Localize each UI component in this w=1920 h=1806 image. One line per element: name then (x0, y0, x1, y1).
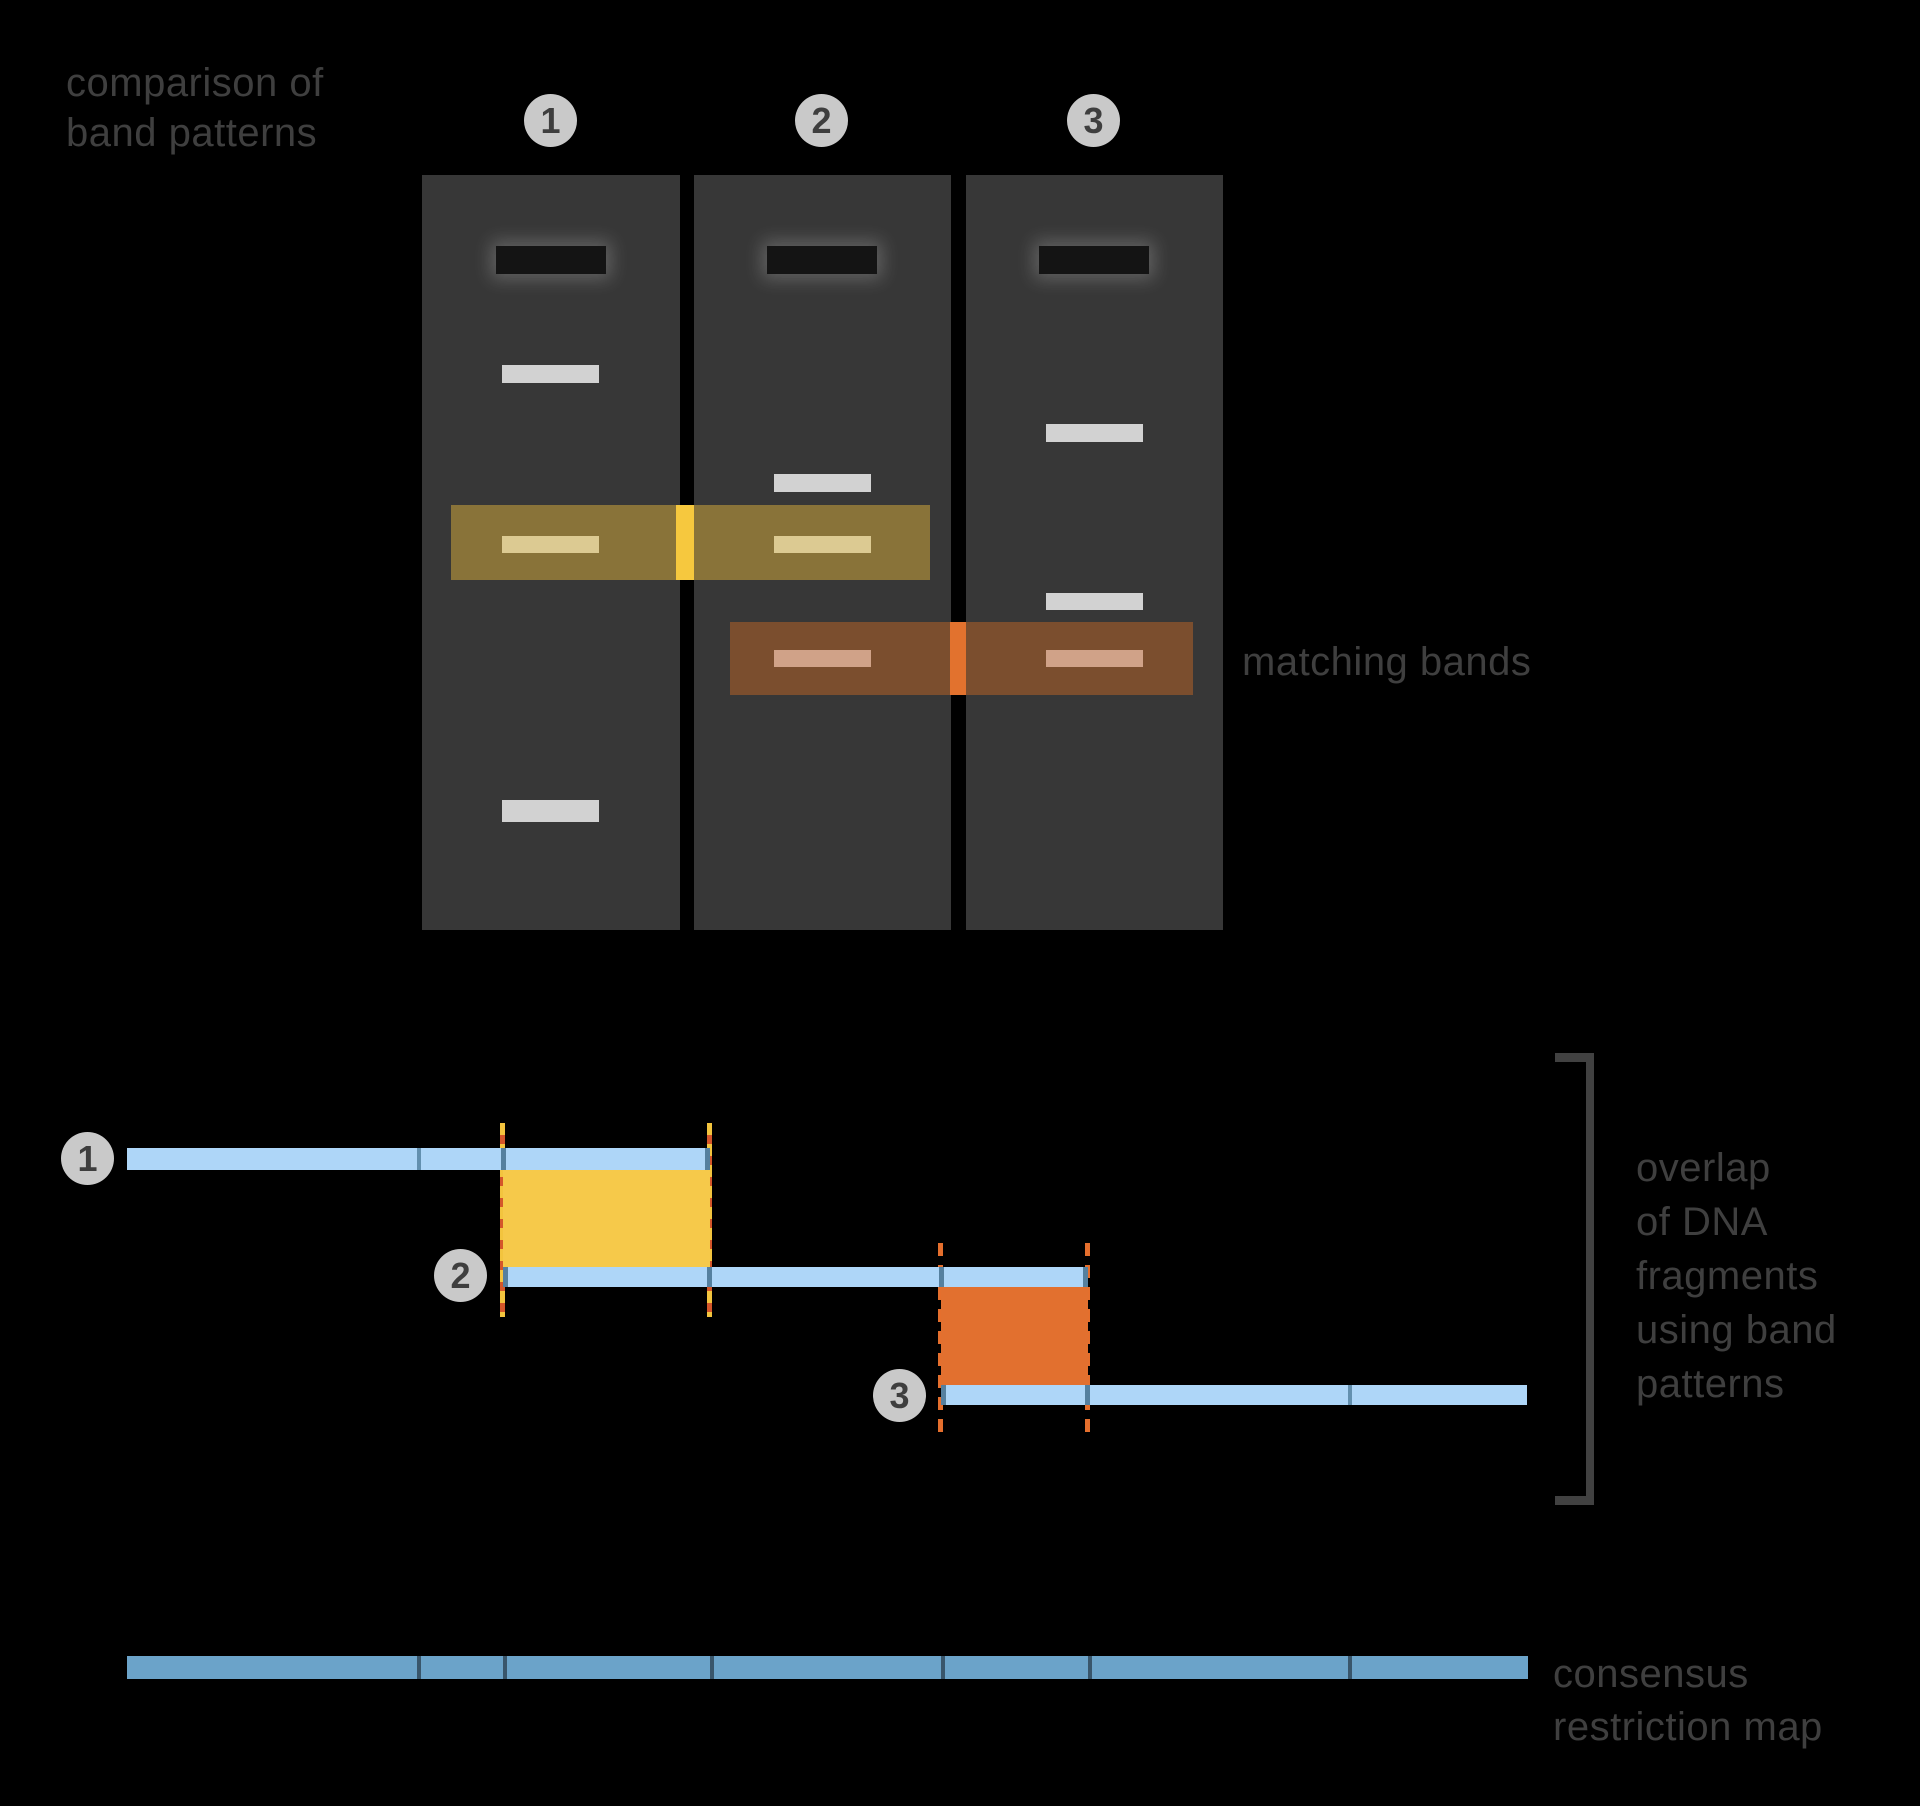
consensus-label: consensus restriction map (1553, 1648, 1823, 1754)
lane-3-label-circle: 3 (1067, 94, 1120, 147)
restriction-site-tick (501, 1148, 506, 1170)
overlap-label-line2: of DNA (1636, 1200, 1768, 1244)
restriction-site-tick (503, 1267, 508, 1287)
matching-bands-label: matching bands (1242, 640, 1532, 684)
overlap-label-line3: fragments (1636, 1254, 1819, 1298)
fragment-2-bar (503, 1267, 1088, 1287)
fragment-1-label-circle: 1 (61, 1132, 114, 1185)
match-connector-yellow (676, 505, 694, 580)
dashed-line-yellow-left (500, 1123, 505, 1317)
consensus-restriction-site-tick (1088, 1656, 1092, 1679)
consensus-label-line1: consensus (1553, 1652, 1749, 1696)
restriction-site-tick (705, 1148, 710, 1170)
fragment-3-bar (941, 1385, 1527, 1405)
consensus-label-line2: restriction map (1553, 1705, 1823, 1749)
fragment-1-bar (127, 1148, 710, 1170)
fragment-1-number: 1 (77, 1137, 98, 1179)
overlap-label: overlap of DNA fragments using band patt… (1636, 1141, 1837, 1411)
match-connector-orange (950, 622, 966, 695)
fragment-3-label-circle: 3 (873, 1369, 926, 1422)
overlap-rect-yellow (503, 1170, 710, 1267)
fragment-2-number: 2 (450, 1254, 471, 1296)
lane-1-label-circle: 1 (524, 94, 577, 147)
restriction-site-tick (1083, 1267, 1088, 1287)
restriction-site-tick (1085, 1385, 1090, 1405)
gel-band-lane1-white-low (502, 800, 599, 822)
fragment-3-number: 3 (889, 1374, 910, 1416)
restriction-site-tick (707, 1267, 712, 1287)
lane-2-number: 2 (811, 99, 832, 141)
gel-band-lane2-salmon (774, 650, 871, 667)
well-lane-1 (496, 246, 606, 274)
overlap-rect-orange (941, 1287, 1088, 1385)
gel-title-line2: band patterns (66, 111, 318, 155)
gel-band-lane2-yellow (774, 536, 871, 553)
lane-3-number: 3 (1083, 99, 1104, 141)
consensus-restriction-site-tick (941, 1656, 945, 1679)
gel-band-lane3-white-upper (1046, 424, 1143, 442)
consensus-restriction-site-tick (710, 1656, 714, 1679)
restriction-site-tick (417, 1148, 421, 1170)
gel-band-lane1-white (502, 365, 599, 383)
consensus-restriction-site-tick (1348, 1656, 1352, 1679)
well-lane-2 (767, 246, 877, 274)
consensus-map-bar (127, 1656, 1528, 1679)
consensus-restriction-site-tick (503, 1656, 507, 1679)
overlap-label-line5: patterns (1636, 1362, 1785, 1406)
consensus-restriction-site-tick (417, 1656, 421, 1679)
fragment-2-label-circle: 2 (434, 1249, 487, 1302)
gel-lane-3 (966, 175, 1223, 930)
dashed-line-orange-left (938, 1243, 943, 1437)
restriction-site-tick (1348, 1385, 1352, 1405)
gel-band-lane3-salmon (1046, 650, 1143, 667)
lane-1-number: 1 (540, 99, 561, 141)
restriction-site-tick (941, 1385, 946, 1405)
overlap-bracket (1555, 1053, 1594, 1505)
gel-title-line1: comparison of (66, 61, 324, 105)
gel-band-lane3-white-mid (1046, 593, 1143, 610)
lane-2-label-circle: 2 (795, 94, 848, 147)
well-lane-3 (1039, 246, 1149, 274)
gel-title: comparison of band patterns (66, 58, 324, 158)
gel-band-lane1-yellow (502, 536, 599, 553)
overlap-label-line1: overlap (1636, 1146, 1771, 1190)
restriction-site-tick (939, 1267, 944, 1287)
gel-band-lane2-white (774, 474, 871, 492)
overlap-label-line4: using band (1636, 1308, 1837, 1352)
